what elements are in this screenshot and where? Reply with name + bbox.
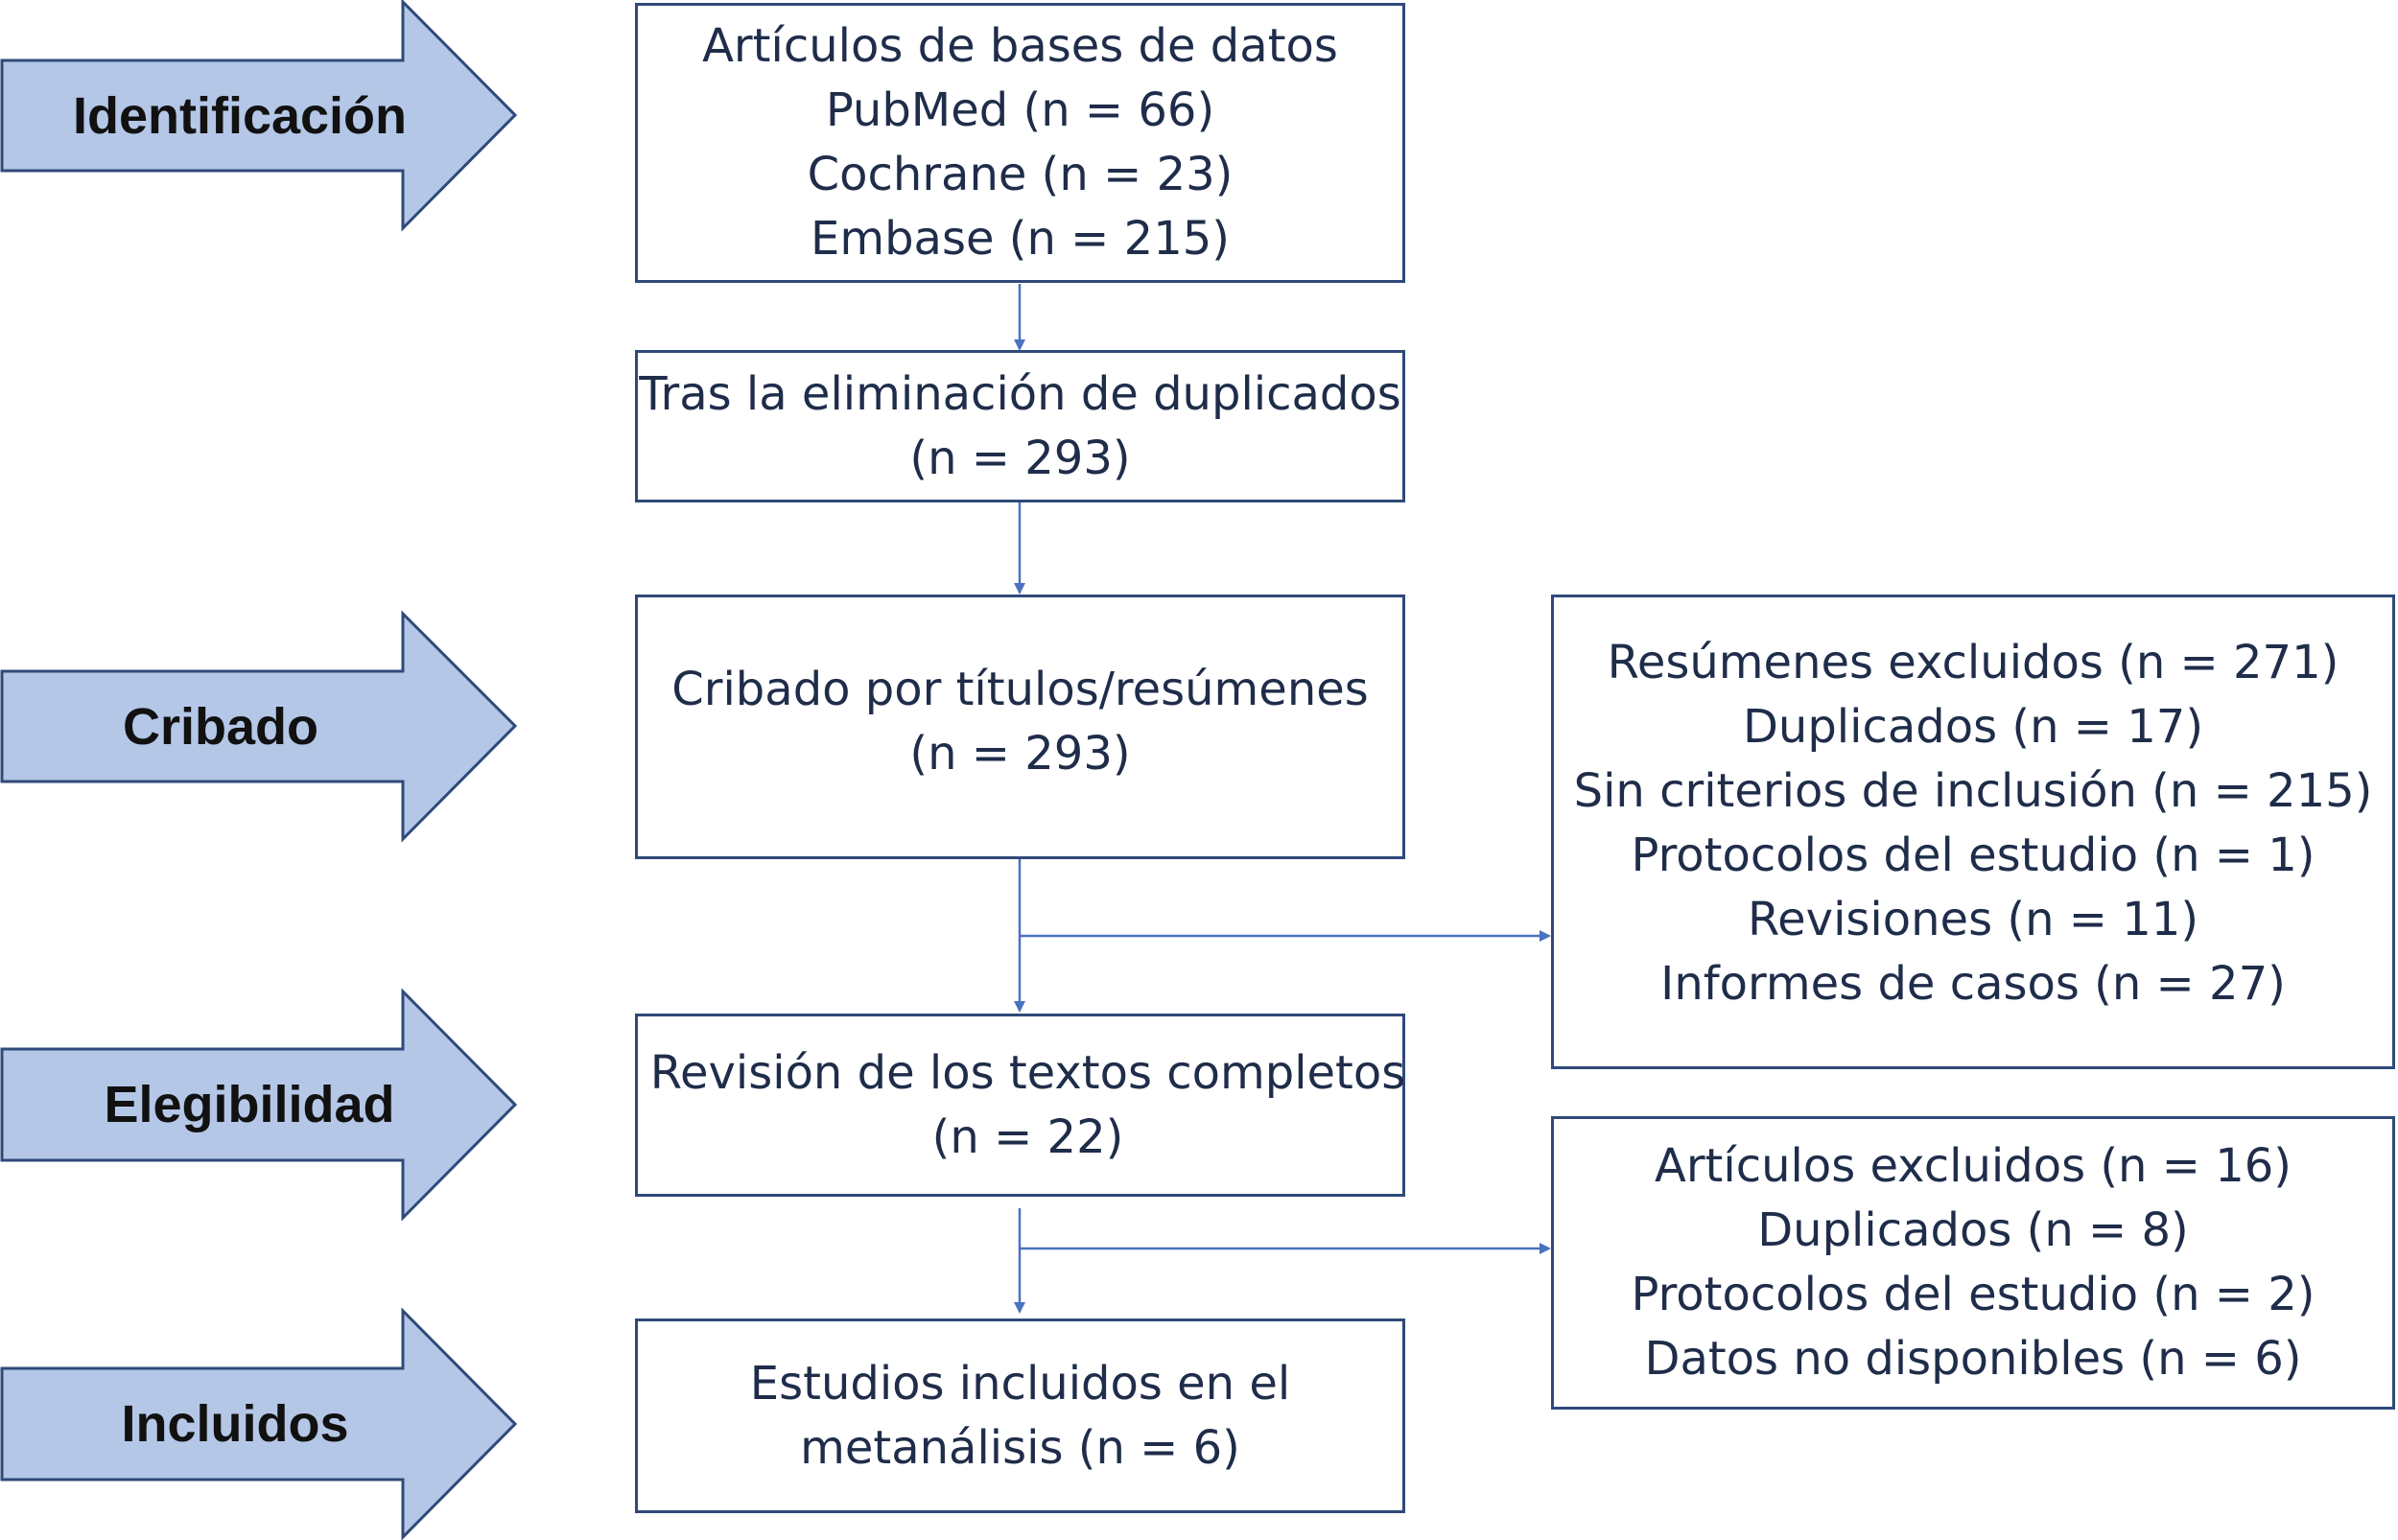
identification-line: Artículos de bases de datos <box>702 19 1338 73</box>
identification-line: Cochrane (n = 23) <box>807 148 1234 201</box>
screening-line: (n = 293) <box>909 727 1131 781</box>
stage-arrow-incluidos <box>0 1307 518 1540</box>
identification-box: Artículos de bases de datos PubMed (n = … <box>635 3 1405 283</box>
fulltext-review-box: Revisión de los textos completos (n = 22… <box>635 1014 1405 1197</box>
deduplication-box: Tras la eliminación de duplicados (n = 2… <box>635 350 1405 502</box>
stage-arrow-identification <box>0 0 518 232</box>
screening-box: Cribado por títulos/resúmenes (n = 293) <box>635 595 1405 859</box>
stage-arrow-cribado <box>0 610 518 843</box>
excluded-abstracts-line: Duplicados (n = 17) <box>1742 700 2204 754</box>
fulltext-review-line: Revisión de los textos completos <box>649 1045 1406 1100</box>
stage-label-incluidos: Incluidos <box>121 1395 349 1453</box>
excluded-articles-line: Duplicados (n = 8) <box>1757 1203 2189 1257</box>
included-studies-line: metanálisis (n = 6) <box>800 1420 1240 1475</box>
fulltext-review-line: (n = 22) <box>931 1109 1124 1164</box>
stage-arrow-elegibilidad <box>0 988 518 1222</box>
excluded-abstracts-line: Sin criterios de inclusión (n = 215) <box>1573 764 2373 818</box>
deduplication-line: Tras la eliminación de duplicados <box>639 366 1401 421</box>
deduplication-line: (n = 293) <box>909 431 1131 485</box>
stage-label-elegibilidad: Elegibilidad <box>104 1076 395 1133</box>
identification-line: PubMed (n = 66) <box>825 83 1215 137</box>
stage-label-cribado: Cribado <box>122 697 318 756</box>
excluded-abstracts-line: Resúmenes excluidos (n = 271) <box>1607 636 2339 689</box>
included-studies-line: Estudios incluidos en el <box>749 1356 1291 1411</box>
excluded-articles-line: Artículos excluidos (n = 16) <box>1654 1139 2292 1193</box>
stage-label-identificacion: Identificación <box>72 86 408 145</box>
excluded-abstracts-line: Informes de casos (n = 27) <box>1660 957 2286 1011</box>
excluded-abstracts-line: Revisiones (n = 11) <box>1747 893 2199 946</box>
included-studies-box: Estudios incluidos en el metanálisis (n … <box>635 1318 1405 1513</box>
screening-line: Cribado por títulos/resúmenes <box>671 663 1369 716</box>
excluded-articles-line: Datos no disponibles (n = 6) <box>1644 1332 2302 1386</box>
excluded-abstracts-line: Protocolos del estudio (n = 1) <box>1631 828 2316 882</box>
excluded-articles-line: Protocolos del estudio (n = 2) <box>1631 1268 2316 1321</box>
excluded-abstracts-box: Resúmenes excluidos (n = 271) Duplicados… <box>1551 595 2395 1069</box>
excluded-articles-box: Artículos excluidos (n = 16) Duplicados … <box>1551 1116 2395 1410</box>
identification-line: Embase (n = 215) <box>811 212 1230 266</box>
